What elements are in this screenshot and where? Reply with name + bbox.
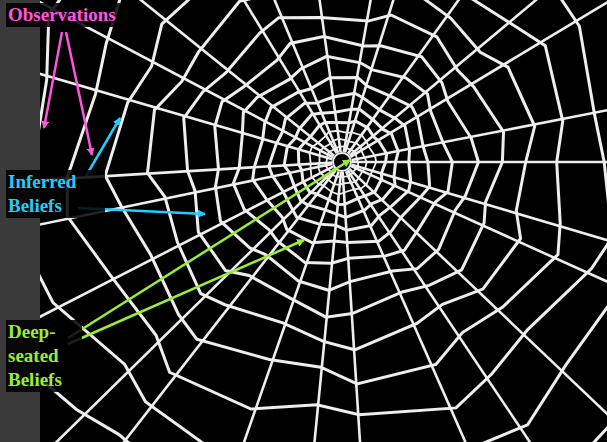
inferred-label: Inferred Beliefs xyxy=(6,170,105,218)
spiral-thread xyxy=(105,0,563,384)
radial-thread xyxy=(352,165,607,388)
leader-arrow xyxy=(68,160,350,338)
radial-thread xyxy=(232,0,340,152)
spiral-thread xyxy=(40,0,607,442)
radial-thread xyxy=(40,167,333,442)
spiral-thread xyxy=(40,0,607,442)
radial-thread xyxy=(352,9,607,160)
leader-arrow xyxy=(86,118,120,176)
observations-label: Observations xyxy=(6,3,120,27)
radial-thread xyxy=(40,164,332,324)
web-threads xyxy=(40,0,607,442)
spiral-thread xyxy=(148,0,535,350)
radial-thread xyxy=(40,169,335,442)
spiral-thread xyxy=(233,56,452,263)
spiral-thread xyxy=(284,109,398,217)
spiral-thread xyxy=(67,0,607,415)
spiral-thread xyxy=(269,93,411,230)
spiral-thread xyxy=(40,0,607,442)
leader-arrow xyxy=(68,240,304,344)
spiral-thread xyxy=(318,139,367,185)
spiral-thread xyxy=(298,121,386,204)
spiral-thread xyxy=(253,78,430,243)
deep-seated-label: Deep-seated Beliefs xyxy=(6,320,82,392)
spiral-thread xyxy=(310,131,377,195)
leader-arrow xyxy=(44,32,62,128)
spiral-thread xyxy=(40,0,607,442)
spiral-thread xyxy=(40,0,607,442)
leader-arrow xyxy=(66,32,92,155)
